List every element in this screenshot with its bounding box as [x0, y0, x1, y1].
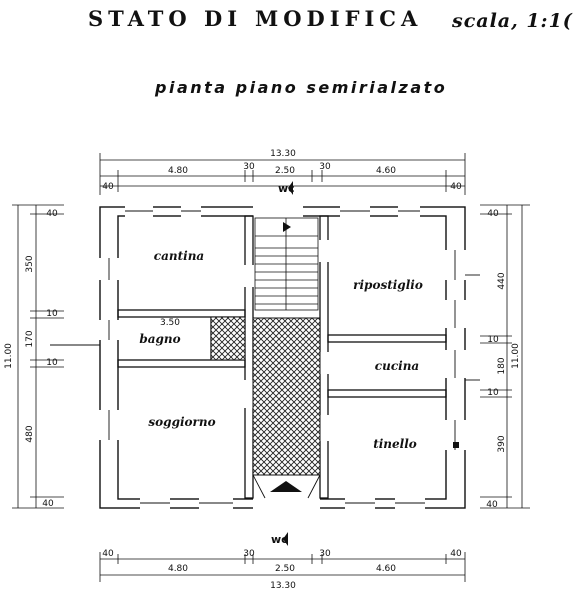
wall-openings: [99, 206, 466, 509]
bottom-dim-seg3: 2.50: [275, 564, 295, 574]
right-dim-seg3: 390: [497, 435, 507, 452]
entry-steps: [252, 474, 321, 499]
left-dim-seg3: 480: [25, 425, 35, 442]
room-label-bagno: bagno: [139, 332, 180, 346]
bottom-dim-seg4: 30: [319, 549, 331, 559]
bagno-width-dimension: 3.50: [160, 318, 180, 328]
bottom-dimension-chain: [99, 552, 466, 582]
left-dim-seg1: 350: [25, 255, 35, 272]
drawing-title-part2: MODIFICA: [255, 6, 423, 31]
room-label-soggiorno: soggiorno: [148, 415, 215, 429]
bottom-dim-seg5: 4.60: [376, 564, 396, 574]
room-label-ripostiglio: ripostiglio: [353, 278, 423, 292]
left-dim-wall3: 10: [46, 358, 58, 368]
top-dimension-chain: [99, 153, 466, 195]
plan-subtitle: pianta piano semirialzato: [155, 78, 448, 97]
top-dim-seg4: 30: [319, 162, 331, 172]
window-frames: [50, 210, 480, 504]
bottom-dim-seg1: 4.80: [168, 564, 188, 574]
arrow-marker-icon: [288, 181, 293, 195]
tiled-floor-bagno: [211, 317, 245, 360]
left-dim-wall1: 40: [46, 209, 58, 219]
left-dimension-chain: [12, 204, 64, 509]
left-dim-wall2: 10: [46, 309, 58, 319]
room-label-cucina: cucina: [375, 359, 419, 373]
top-dim-seg2: 30: [243, 162, 255, 172]
top-dim-seg1: 4.80: [168, 166, 188, 176]
bottom-dim-wall-left: 40: [102, 549, 114, 559]
drawing-title-part1: STATO DI: [88, 6, 243, 31]
right-dim-seg2: 180: [497, 357, 507, 374]
bottom-dim-seg2: 30: [243, 549, 255, 559]
right-dim-wall1: 40: [487, 209, 499, 219]
door-gaps: [244, 240, 329, 441]
right-dimension-chain: [480, 204, 530, 509]
bottom-dim-wall-right: 40: [450, 549, 462, 559]
left-dim-wall4: 40: [42, 499, 54, 509]
entry-arrow-icon: [270, 481, 302, 492]
tiled-floor-corridor: [253, 318, 320, 475]
top-dim-wall-right: 40: [450, 182, 462, 192]
scale-label: scala, 1:1(: [452, 10, 573, 32]
bottom-total-dimension: 13.30: [270, 581, 296, 591]
right-dim-wall2: 10: [487, 335, 499, 345]
arrow-marker-bottom-icon: [283, 532, 288, 546]
right-dim-wall3: 10: [487, 388, 499, 398]
fixture-icon: [453, 442, 459, 448]
room-label-cantina: cantina: [154, 249, 204, 263]
wc-marker-bottom: wc: [271, 533, 288, 546]
top-total-dimension: 13.30: [270, 149, 296, 159]
top-dim-seg3: 2.50: [275, 166, 295, 176]
stair-arrow-icon: [283, 222, 291, 232]
staircase: [254, 217, 319, 311]
right-total-dimension: 11.00: [511, 343, 521, 369]
top-dim-seg5: 4.60: [376, 166, 396, 176]
left-total-dimension: 11.00: [4, 343, 14, 369]
top-dim-wall-left: 40: [102, 182, 114, 192]
room-label-tinello: tinello: [373, 437, 417, 451]
left-dim-seg2: 170: [25, 330, 35, 347]
right-dim-seg1: 440: [497, 272, 507, 289]
right-dim-wall4: 40: [486, 500, 498, 510]
